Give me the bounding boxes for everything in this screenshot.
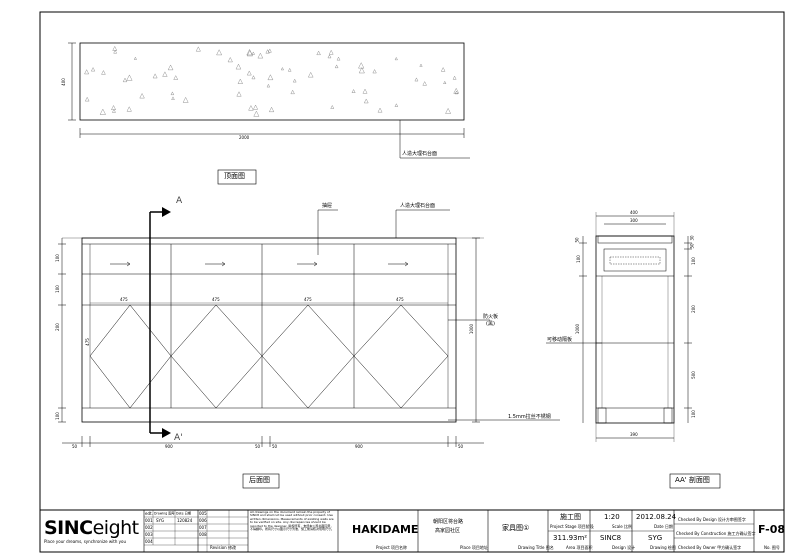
section-bottom-dim: 390	[630, 432, 638, 437]
check-design: Checked By Design 设计方审图签字	[678, 517, 746, 522]
section-right-dim-4: 200	[690, 305, 696, 313]
sheet-number-label: No. 图号	[764, 545, 780, 550]
rear-height-dim: 1000	[469, 323, 475, 335]
panel-dim-3: 475	[304, 297, 312, 302]
date-label: Date 日期	[654, 524, 673, 529]
rear-view	[58, 207, 560, 489]
rev-row1-drawing: SYG	[156, 518, 165, 523]
rear-view-title-frame	[242, 473, 280, 489]
check-construction: Checked By Construction 施工方确认签字	[676, 531, 756, 536]
design-by: SINC8	[600, 534, 622, 542]
place-label: Place 项目地址	[460, 545, 488, 550]
design-label: Design 设计	[612, 545, 636, 550]
rev-header-drawing: Drawing 图号	[154, 511, 175, 516]
rev-row5-edt: 005	[199, 511, 207, 516]
top-length-dim: 2000	[239, 135, 250, 140]
sheet-border	[39, 11, 785, 553]
panel-dim-4: 475	[396, 297, 404, 302]
panel-dim-2: 475	[212, 297, 220, 302]
left-dim-3: 200	[54, 323, 60, 331]
bottom-dim-6: 50	[458, 444, 464, 449]
section-right-dim-1: 30	[689, 235, 695, 241]
section-left-dim-1: 50	[574, 237, 580, 243]
check-owner: Checked By Owner 甲方确认签字	[678, 545, 742, 550]
rev-row4-edt: 004	[145, 539, 153, 544]
rev-row2-edt: 002	[145, 525, 153, 530]
section-left-dim-3: 1000	[575, 323, 581, 335]
project-area: 311.93m²	[553, 534, 588, 542]
project-name: HAKIDAME	[352, 523, 419, 536]
scale-label: Scale 比例	[612, 524, 633, 529]
countertop-outline	[79, 42, 465, 121]
revision-label: Revision 修改	[210, 545, 236, 550]
drawer-note: 抽屉	[322, 203, 333, 209]
bottom-dim-1: 50	[72, 444, 78, 449]
stage-label: Project Stage 项目阶段	[550, 524, 594, 529]
sheet-number: F-08	[758, 523, 786, 536]
section-view-title: AA' 剖面图	[675, 476, 710, 484]
top-view-title: 顶面图	[224, 172, 245, 180]
bottom-dim-5: 900	[355, 444, 363, 449]
shelf-note: 可移动隔板	[547, 337, 573, 343]
drawing-title: 家具图①	[502, 524, 530, 532]
area-label: Area 项目面积	[566, 545, 593, 550]
section-right-dim-5: 500	[690, 371, 696, 379]
rev-row3-edt: 003	[145, 532, 153, 537]
rev-row8-edt: 008	[199, 532, 207, 537]
disclaimer-text: All drawings on the document remain the …	[250, 511, 335, 532]
project-stage: 施工图	[560, 513, 581, 521]
bottom-dim-3: 50	[255, 444, 261, 449]
board-note-color: (黑)	[486, 321, 495, 327]
section-top-inner-dim: 300	[630, 218, 638, 223]
top-view	[68, 42, 470, 185]
top-depth-dim: 400	[60, 78, 66, 86]
title-block	[40, 509, 784, 552]
section-right-dim-3: 100	[690, 257, 696, 265]
rev-row6-edt: 006	[199, 518, 207, 523]
panel-dim-1: 475	[120, 297, 128, 302]
rear-view-title: 后面图	[249, 476, 270, 484]
rev-header-edt: edt.	[145, 511, 153, 516]
section-mark-a: A	[176, 196, 183, 206]
cabinet-outline	[81, 237, 457, 423]
section-top-outer-dim: 400	[630, 210, 638, 215]
place-line-2: 高家园社区	[435, 528, 461, 534]
drawing-scale: 1:20	[604, 513, 620, 521]
left-dim-1: 100	[54, 254, 60, 262]
bottom-dim-4: 50	[272, 444, 278, 449]
drawing-label: Drawing 绘图	[650, 545, 676, 550]
place-line-1: 朝阳区将台路	[433, 519, 464, 525]
rev-row1-date: 120824	[177, 518, 193, 523]
steel-note: 1.5mm拉丝不锈钢	[508, 414, 551, 420]
board-note: 防火板	[483, 314, 499, 320]
company-slogan: Place your dreams, synchronize with you	[44, 539, 127, 544]
top-view-title-frame	[217, 169, 257, 185]
drawn-by: SYG	[648, 534, 663, 542]
bottom-dim-2: 900	[165, 444, 173, 449]
rev-header-date: Date 日期	[176, 511, 192, 516]
rev-row1-edt: 001	[145, 518, 153, 523]
rear-top-note: 人造大理石台面	[400, 203, 436, 209]
drawing-date: 2012.08.24	[636, 513, 677, 521]
top-material-note: 人造大理石台面	[402, 151, 438, 157]
company-logo: SINCeight	[44, 517, 139, 539]
drawing-title-label: Drawing Title 图名	[518, 545, 554, 550]
section-outline	[595, 235, 675, 424]
marble-texture	[84, 45, 460, 117]
project-label: Project 项目名称	[376, 545, 407, 550]
section-right-dim-2: 50	[689, 243, 695, 249]
section-mark-a-prime: A'	[174, 433, 183, 443]
left-dim-4: 475	[84, 338, 90, 346]
left-dim-2: 100	[54, 285, 60, 293]
section-right-dim-6: 100	[690, 410, 696, 418]
rev-row7-edt: 007	[199, 525, 207, 530]
section-left-dim-2: 100	[575, 255, 581, 263]
left-dim-5: 100	[54, 412, 60, 420]
section-view-title-frame	[669, 473, 721, 489]
section-view	[546, 212, 721, 489]
